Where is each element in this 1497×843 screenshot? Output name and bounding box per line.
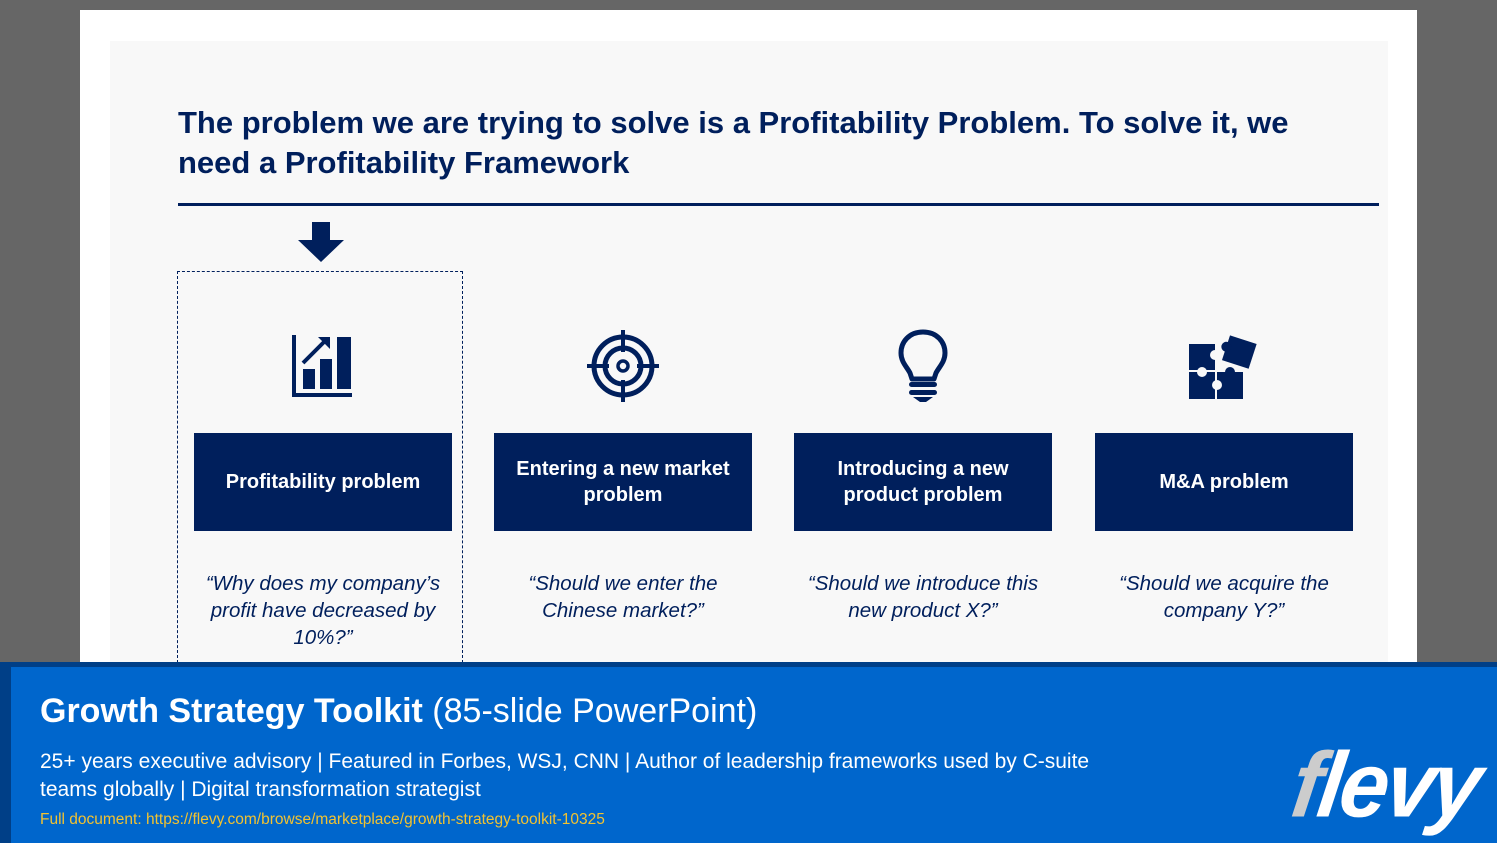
slide-panel: The problem we are trying to solve is a …: [110, 41, 1388, 681]
logo-letters: levy: [1312, 732, 1486, 837]
arrow-down-icon: [298, 222, 344, 267]
author-description: 25+ years executive advisory | Featured …: [40, 750, 1090, 801]
slide: The problem we are trying to solve is a …: [80, 10, 1417, 681]
problem-label: Profitability problem: [225, 471, 421, 493]
puzzle-pieces-icon: [1095, 321, 1353, 411]
problem-question: “Should we enter the Chinese market?”: [528, 572, 718, 622]
title-divider: [178, 203, 1379, 206]
promo-banner: Growth Strategy Toolkit (85-slide PowerP…: [0, 662, 1497, 843]
full-document-link[interactable]: Full document: https://flevy.com/browse/…: [40, 811, 605, 828]
product-name: Growth Strategy Toolkit: [40, 692, 423, 730]
slide-title: The problem we are trying to solve is a …: [178, 105, 1289, 180]
problem-question: “Should we introduce this new product X?…: [807, 572, 1039, 622]
flevy-logo[interactable]: flevy: [1286, 733, 1486, 838]
promo-banner-body: Growth Strategy Toolkit (85-slide PowerP…: [11, 667, 1497, 843]
product-title: Growth Strategy Toolkit (85-slide PowerP…: [40, 691, 757, 731]
problem-label: M&A problem: [1159, 471, 1289, 493]
problem-label-box: Introducing a new product problem: [794, 433, 1052, 531]
lightbulb-icon: [794, 321, 1052, 411]
problem-question: “Should we acquire the company Y?”: [1119, 572, 1329, 622]
problem-label-box: Entering a new market problem: [494, 433, 752, 531]
problem-label: Entering a new market problem: [516, 458, 730, 506]
bar-chart-growth-icon: [194, 321, 452, 411]
product-format: (85-slide PowerPoint): [432, 692, 758, 730]
target-crosshair-icon: [494, 321, 752, 411]
problem-label-box: Profitability problem: [194, 433, 452, 531]
problem-label-box: M&A problem: [1095, 433, 1353, 531]
problem-label: Introducing a new product problem: [837, 458, 1009, 506]
problem-question: “Why does my company’s profit have decre…: [205, 572, 441, 649]
